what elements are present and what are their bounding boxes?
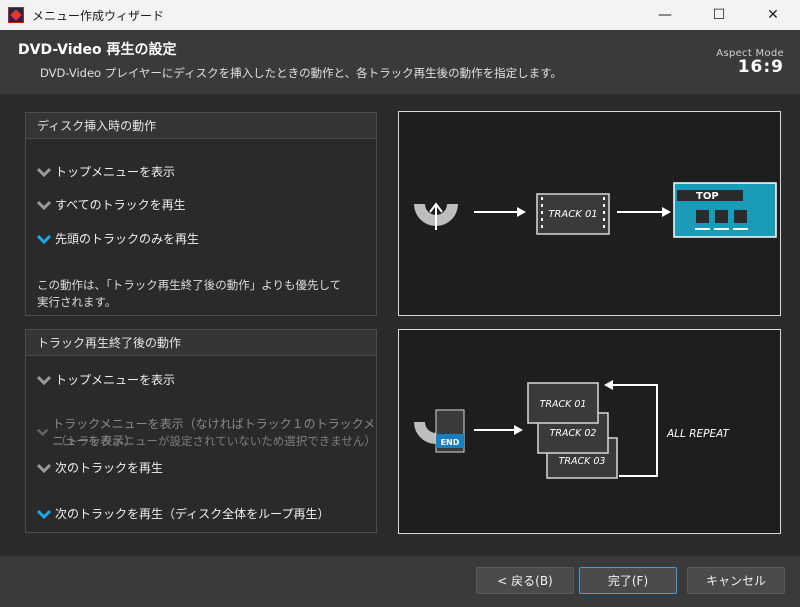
window-title: メニュー作成ウィザード xyxy=(32,8,165,23)
option-label: トップメニューを表示 xyxy=(55,373,176,387)
option-label: 先頭のトラックのみを再生 xyxy=(55,232,200,246)
track-label: TRACK 02 xyxy=(550,428,597,439)
close-button[interactable]: ✕ xyxy=(767,7,779,23)
insert-note-line-2: 実行されます。 xyxy=(37,295,117,309)
chevron-down-icon xyxy=(37,167,51,177)
insert-note: この動作は、「トラック再生終了後の動作」よりも優先して 実行されます。 xyxy=(37,277,341,311)
minimize-button[interactable]: — xyxy=(658,7,672,23)
after-track-heading: トラック再生終了後の動作 xyxy=(26,330,376,356)
chevron-down-icon-selected xyxy=(37,509,51,519)
wizard-header: DVD-Video 再生の設定 DVD-Video プレイヤーにディスクを挿入し… xyxy=(0,30,800,94)
after-option-loop-all[interactable]: 次のトラックを再生（ディスク全体をループ再生） xyxy=(37,505,329,522)
all-repeat-label: ALL REPEAT xyxy=(666,428,731,440)
cancel-button[interactable]: キャンセル xyxy=(687,567,785,594)
after-track-preview: END TRACK 03 TRACK 02 TRACK 01 ALL REPEA… xyxy=(398,329,781,534)
aspect-mode-value: 16:9 xyxy=(737,57,784,77)
film-strip-icon xyxy=(536,193,610,235)
after-option-track-menu: トラックメニューを表示（なければトラック１のトラックメニューを表示） xyxy=(37,415,376,449)
page-subtitle: DVD-Video プレイヤーにディスクを挿入したときの動作と、各トラック再生後… xyxy=(40,66,562,80)
aspect-mode-indicator: Aspect Mode 16:9 xyxy=(716,48,784,77)
track-label: TRACK 01 xyxy=(548,209,597,220)
option-label: 次のトラックを再生（ディスク全体をループ再生） xyxy=(55,507,330,521)
aspect-mode-label: Aspect Mode xyxy=(716,48,784,59)
after-track-panel: トラック再生終了後の動作 トップメニューを表示 トラックメニューを表示（なければ… xyxy=(25,329,377,533)
arrow-right-icon xyxy=(617,207,671,217)
maximize-button[interactable]: ☐ xyxy=(712,7,726,23)
option-label: 次のトラックを再生 xyxy=(55,461,164,475)
title-bar: メニュー作成ウィザード — ☐ ✕ xyxy=(0,0,800,30)
track-label: TRACK 03 xyxy=(559,456,606,467)
disc-icon xyxy=(414,202,458,230)
top-menu-label: TOP xyxy=(696,191,719,202)
insert-note-line-1: この動作は、「トラック再生終了後の動作」よりも優先して xyxy=(37,278,342,292)
arrow-right-icon xyxy=(474,425,523,435)
film-strip-icon xyxy=(527,382,599,424)
after-option-next-track[interactable]: 次のトラックを再生 xyxy=(37,459,163,476)
insert-preview-diagram: TRACK 01 TOP xyxy=(414,182,777,238)
chevron-down-icon-selected xyxy=(37,234,51,244)
option-label: トラックメニューを表示（なければトラック１のトラックメニューを表示） xyxy=(52,417,376,448)
track-menu-disabled-note: （トラックメニューが設定されていないため選択できません） xyxy=(55,434,376,448)
end-label: END xyxy=(441,438,460,447)
track-label: TRACK 01 xyxy=(540,399,587,410)
after-option-top-menu[interactable]: トップメニューを表示 xyxy=(37,371,175,388)
chevron-down-icon xyxy=(37,428,49,437)
after-track-preview-diagram: END TRACK 03 TRACK 02 TRACK 01 ALL REPEA… xyxy=(414,380,731,479)
chevron-down-icon xyxy=(37,200,51,210)
disc-insert-heading: ディスク挿入時の動作 xyxy=(26,113,376,139)
repeat-loop-arrow-icon xyxy=(604,380,658,477)
page-title: DVD-Video 再生の設定 xyxy=(18,42,177,58)
top-menu-icon xyxy=(673,182,777,238)
finish-button[interactable]: 完了(F) xyxy=(579,567,677,594)
app-icon xyxy=(8,7,24,23)
disc-insert-panel: ディスク挿入時の動作 トップメニューを表示 すべてのトラックを再生 先頭のトラッ… xyxy=(25,112,377,316)
arrow-right-icon xyxy=(474,207,526,217)
back-button[interactable]: < 戻る(B) xyxy=(476,567,574,594)
option-label: トップメニューを表示 xyxy=(55,165,176,179)
disc-end-icon xyxy=(414,409,465,453)
chevron-down-icon xyxy=(37,463,51,473)
insert-option-top-menu[interactable]: トップメニューを表示 xyxy=(37,163,175,180)
insert-preview: TRACK 01 TOP xyxy=(398,111,781,316)
option-label: すべてのトラックを再生 xyxy=(55,198,186,212)
insert-option-play-first[interactable]: 先頭のトラックのみを再生 xyxy=(37,230,199,247)
window-controls: — ☐ ✕ xyxy=(638,0,800,30)
insert-option-play-all[interactable]: すべてのトラックを再生 xyxy=(37,196,186,213)
chevron-down-icon xyxy=(37,375,51,385)
wizard-footer: < 戻る(B) 完了(F) キャンセル xyxy=(0,556,800,607)
